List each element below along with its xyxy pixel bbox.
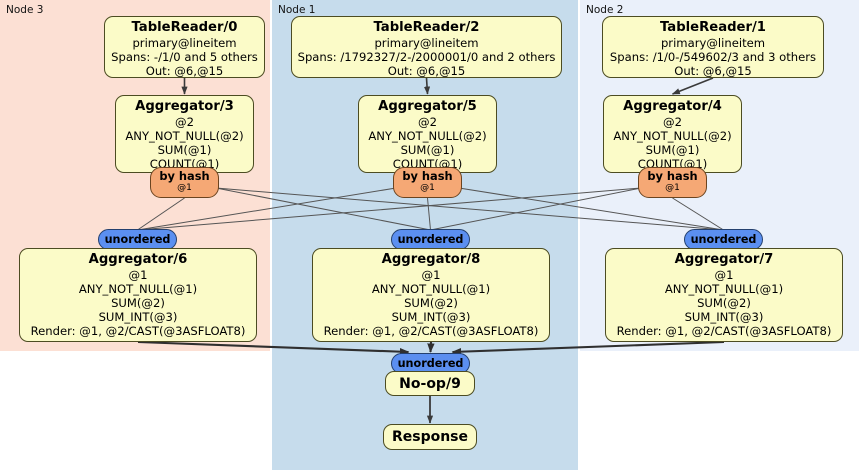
node-panel-label-node1: Node 1	[278, 4, 316, 16]
aggregator-5-box[interactable]: Aggregator/5 @2 ANY_NOT_NULL(@2) SUM(@1)…	[358, 95, 497, 173]
edge-reader-to-aggregator	[423, 77, 431, 95]
aggregator-8-line-3: SUM(@2)	[404, 296, 458, 311]
unordered-inbox-9[interactable]: unordered	[391, 353, 470, 374]
aggregator-6-line-3: SUM(@2)	[111, 296, 165, 311]
unordered-inbox-6[interactable]: unordered	[98, 229, 177, 250]
aggregator-5-line-1: @2	[418, 115, 437, 129]
aggregator-3-line-1: @2	[175, 115, 194, 129]
aggregator-7-box[interactable]: Aggregator/7 @1 ANY_NOT_NULL(@1) SUM(@2)…	[605, 248, 843, 342]
aggregator-7-line-3: SUM(@2)	[697, 296, 751, 311]
aggregator-6-render: Render: @1, @2/CAST(@3ASFLOAT8)	[30, 324, 246, 339]
aggregator-5-title: Aggregator/5	[378, 99, 477, 114]
aggregator-8-line-2: ANY_NOT_NULL(@1)	[371, 282, 491, 297]
table-reader-1-box[interactable]: TableReader/1 primary@lineitem Spans: /1…	[602, 16, 824, 78]
aggregator-8-title: Aggregator/8	[381, 252, 481, 267]
table-reader-2-line-1: primary@lineitem	[374, 36, 479, 50]
aggregator-6-line-1: @1	[128, 268, 148, 282]
aggregator-6-line-4: SUM_INT(@3)	[98, 310, 178, 325]
aggregator-5-line-3: SUM(@1)	[400, 143, 455, 158]
by-hash-router-3-column: @1	[177, 183, 192, 193]
by-hash-router-4-column: @1	[665, 183, 680, 193]
unordered-inbox-7-label: unordered	[690, 233, 757, 246]
edge-aggregator-to-final	[451, 340, 725, 356]
response-box[interactable]: Response	[383, 424, 477, 450]
aggregator-4-line-3: SUM(@1)	[645, 143, 700, 158]
no-op-9-title: No-op/9	[399, 376, 461, 392]
aggregator-8-line-1: @1	[421, 268, 441, 282]
table-reader-2-box[interactable]: TableReader/2 primary@lineitem Spans: /1…	[291, 16, 562, 78]
aggregator-3-line-3: SUM(@1)	[157, 143, 212, 158]
edge-hash-to-unordered	[427, 197, 431, 231]
aggregator-4-line-1: @2	[663, 115, 682, 129]
table-reader-0-title: TableReader/0	[131, 20, 238, 35]
unordered-inbox-8[interactable]: unordered	[391, 229, 470, 250]
node-panel-label-node3: Node 3	[6, 4, 44, 16]
table-reader-1-line-2: Spans: /1/0-/549602/3 and 3 others	[609, 50, 817, 65]
aggregator-8-line-4: SUM_INT(@3)	[391, 310, 471, 325]
aggregator-7-line-2: ANY_NOT_NULL(@1)	[664, 282, 784, 297]
by-hash-router-3[interactable]: by hash @1	[150, 167, 219, 198]
edge-hash-to-unordered	[137, 187, 397, 231]
aggregator-6-box[interactable]: Aggregator/6 @1 ANY_NOT_NULL(@1) SUM(@2)…	[19, 248, 257, 342]
edge-reader-to-aggregator	[671, 77, 714, 95]
table-reader-2-title: TableReader/2	[373, 20, 480, 35]
aggregator-3-line-2: ANY_NOT_NULL(@2)	[125, 129, 244, 144]
table-reader-1-line-1: primary@lineitem	[660, 36, 766, 50]
node-panel-label-node2: Node 2	[586, 4, 624, 16]
aggregator-3-title: Aggregator/3	[135, 99, 234, 114]
table-reader-0-line-3: Out: @6,@15	[145, 64, 224, 79]
aggregator-8-box[interactable]: Aggregator/8 @1 ANY_NOT_NULL(@1) SUM(@2)…	[312, 248, 550, 342]
aggregator-4-title: Aggregator/4	[623, 99, 722, 114]
edge-aggregator-to-final	[137, 340, 410, 356]
aggregator-7-title: Aggregator/7	[674, 252, 774, 267]
edge-hash-to-unordered	[672, 197, 724, 231]
aggregator-5-line-2: ANY_NOT_NULL(@2)	[368, 129, 487, 144]
unordered-inbox-6-label: unordered	[104, 233, 171, 246]
unordered-inbox-9-label: unordered	[397, 357, 464, 370]
by-hash-router-4-label: by hash	[647, 169, 698, 183]
table-reader-2-line-2: Spans: /1792327/2-/2000001/0 and 2 other…	[297, 50, 556, 65]
edge-hash-to-unordered	[430, 187, 642, 231]
no-op-9-box[interactable]: No-op/9	[385, 371, 475, 396]
edge-aggregator-to-final	[427, 341, 435, 353]
by-hash-router-4[interactable]: by hash @1	[638, 167, 707, 198]
by-hash-router-5-column: @1	[420, 183, 435, 193]
aggregator-7-line-1: @1	[714, 268, 734, 282]
table-reader-1-line-3: Out: @6,@15	[674, 64, 752, 79]
aggregator-4-line-2: ANY_NOT_NULL(@2)	[613, 129, 732, 144]
aggregator-7-line-4: SUM_INT(@3)	[684, 310, 764, 325]
by-hash-router-5-label: by hash	[402, 169, 453, 183]
aggregator-4-box[interactable]: Aggregator/4 @2 ANY_NOT_NULL(@2) SUM(@1)…	[603, 95, 742, 173]
aggregator-3-box[interactable]: Aggregator/3 @2 ANY_NOT_NULL(@2) SUM(@1)…	[115, 95, 254, 173]
table-reader-0-box[interactable]: TableReader/0 primary@lineitem Spans: -/…	[104, 16, 265, 78]
by-hash-router-3-label: by hash	[159, 169, 210, 183]
edge-hash-to-unordered	[137, 197, 185, 231]
table-reader-0-line-2: Spans: -/1/0 and 5 others	[111, 50, 258, 65]
edge-hash-to-unordered	[215, 187, 724, 231]
aggregator-6-title: Aggregator/6	[88, 252, 188, 267]
table-reader-1-title: TableReader/1	[660, 20, 766, 35]
aggregator-6-line-2: ANY_NOT_NULL(@1)	[78, 282, 198, 297]
edge-hash-to-unordered	[215, 187, 431, 231]
by-hash-router-5[interactable]: by hash @1	[393, 167, 462, 198]
table-reader-2-line-3: Out: @6,@15	[387, 64, 466, 79]
edge-hash-to-unordered	[137, 187, 642, 231]
table-reader-0-line-1: primary@lineitem	[132, 36, 237, 50]
unordered-inbox-8-label: unordered	[397, 233, 464, 246]
aggregator-8-render: Render: @1, @2/CAST(@3ASFLOAT8)	[323, 324, 539, 339]
aggregator-7-render: Render: @1, @2/CAST(@3ASFLOAT8)	[616, 324, 832, 339]
unordered-inbox-7[interactable]: unordered	[684, 229, 763, 250]
edge-hash-to-unordered	[458, 187, 724, 231]
response-title: Response	[391, 429, 469, 445]
